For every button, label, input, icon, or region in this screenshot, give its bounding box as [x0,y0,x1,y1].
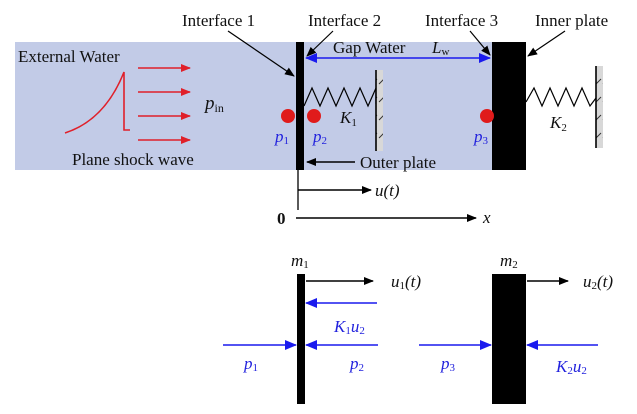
interface-3-label: Interface 3 [425,11,498,30]
k1-label: K1 [339,108,357,129]
m1-plate [297,274,305,404]
outer-plate [296,42,304,170]
point-p3 [480,109,494,123]
shock-arrows [138,64,191,144]
point-p2 [307,109,321,123]
interface-1-label: Interface 1 [182,11,255,30]
p2-label: p2 [312,127,327,147]
interface-3-pointer [469,30,491,56]
wall-k1 [376,70,383,151]
u1-label: u1(t) [391,272,421,292]
p1-force-label: p1 [243,354,258,374]
plane-shock-wave-label: Plane shock wave [72,150,194,169]
u2-label: u2(t) [583,272,613,292]
p3-label: p3 [473,127,489,147]
k1u2-label: K1u2 [333,317,365,337]
spring-k2 [525,86,597,108]
lw-label: Lw [431,38,449,58]
interface-2-pointer [306,30,334,57]
m2-label: m2 [500,251,518,271]
point-p1 [281,109,295,123]
m2-plate [492,274,526,404]
spring-k1 [303,86,377,108]
m1-label: m1 [291,251,309,271]
p1-label: p1 [274,127,289,147]
interface-2-label: Interface 2 [308,11,381,30]
p3-force-label: p3 [440,354,456,374]
external-water-label: External Water [18,47,120,66]
k2u2-label: K2u2 [555,357,587,377]
outer-plate-label: Outer plate [360,153,436,172]
wall-k2 [596,66,603,148]
water-region [15,42,493,170]
interface-1-pointer [227,30,295,77]
u-t-label: u(t) [375,181,400,200]
inner-plate-pointer [527,30,566,57]
x-axis-label: x [482,208,491,227]
p2-force-label: p2 [349,354,364,374]
pin-label: pin [203,93,224,115]
inner-plate [492,42,526,170]
shock-wave-profile [64,71,130,134]
inner-plate-label: Inner plate [535,11,608,30]
k2-label: K2 [549,113,567,134]
origin-label: 0 [277,209,286,228]
gap-water-label: Gap Water [333,38,406,57]
